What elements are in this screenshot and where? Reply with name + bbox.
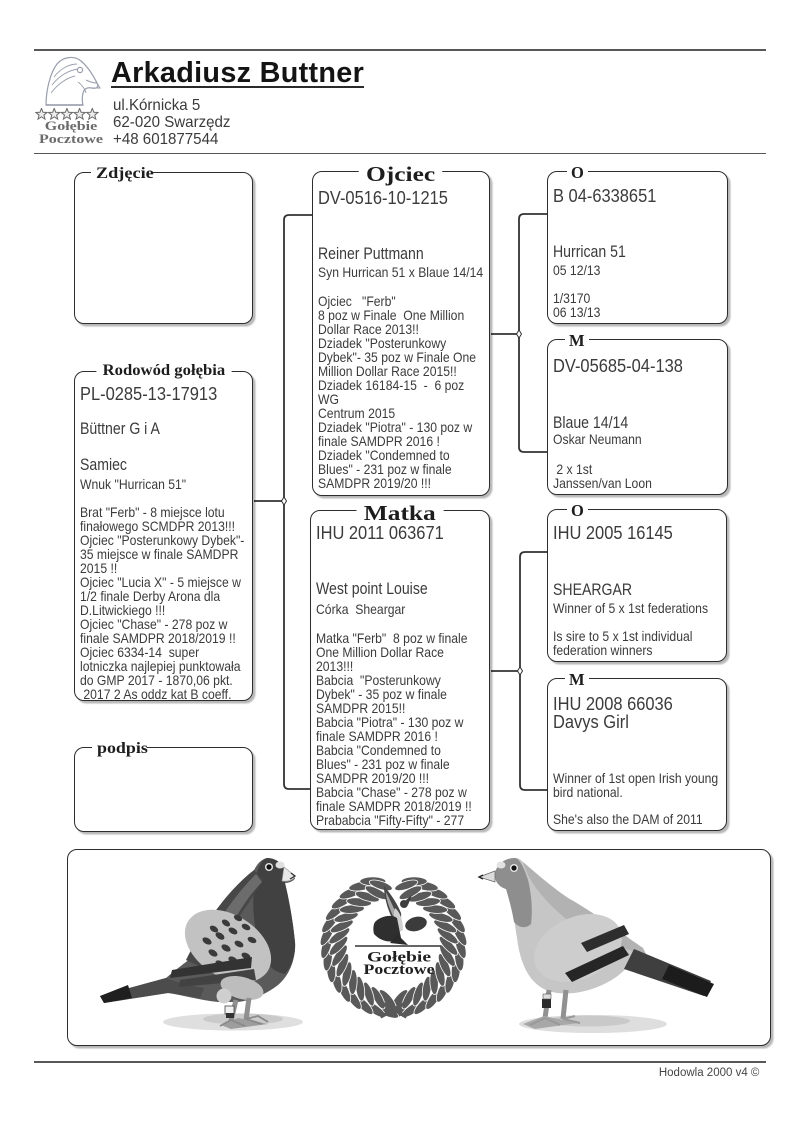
svg-text:Pocztowe: Pocztowe: [364, 962, 435, 978]
svg-text:Gołębie: Gołębie: [367, 950, 431, 966]
